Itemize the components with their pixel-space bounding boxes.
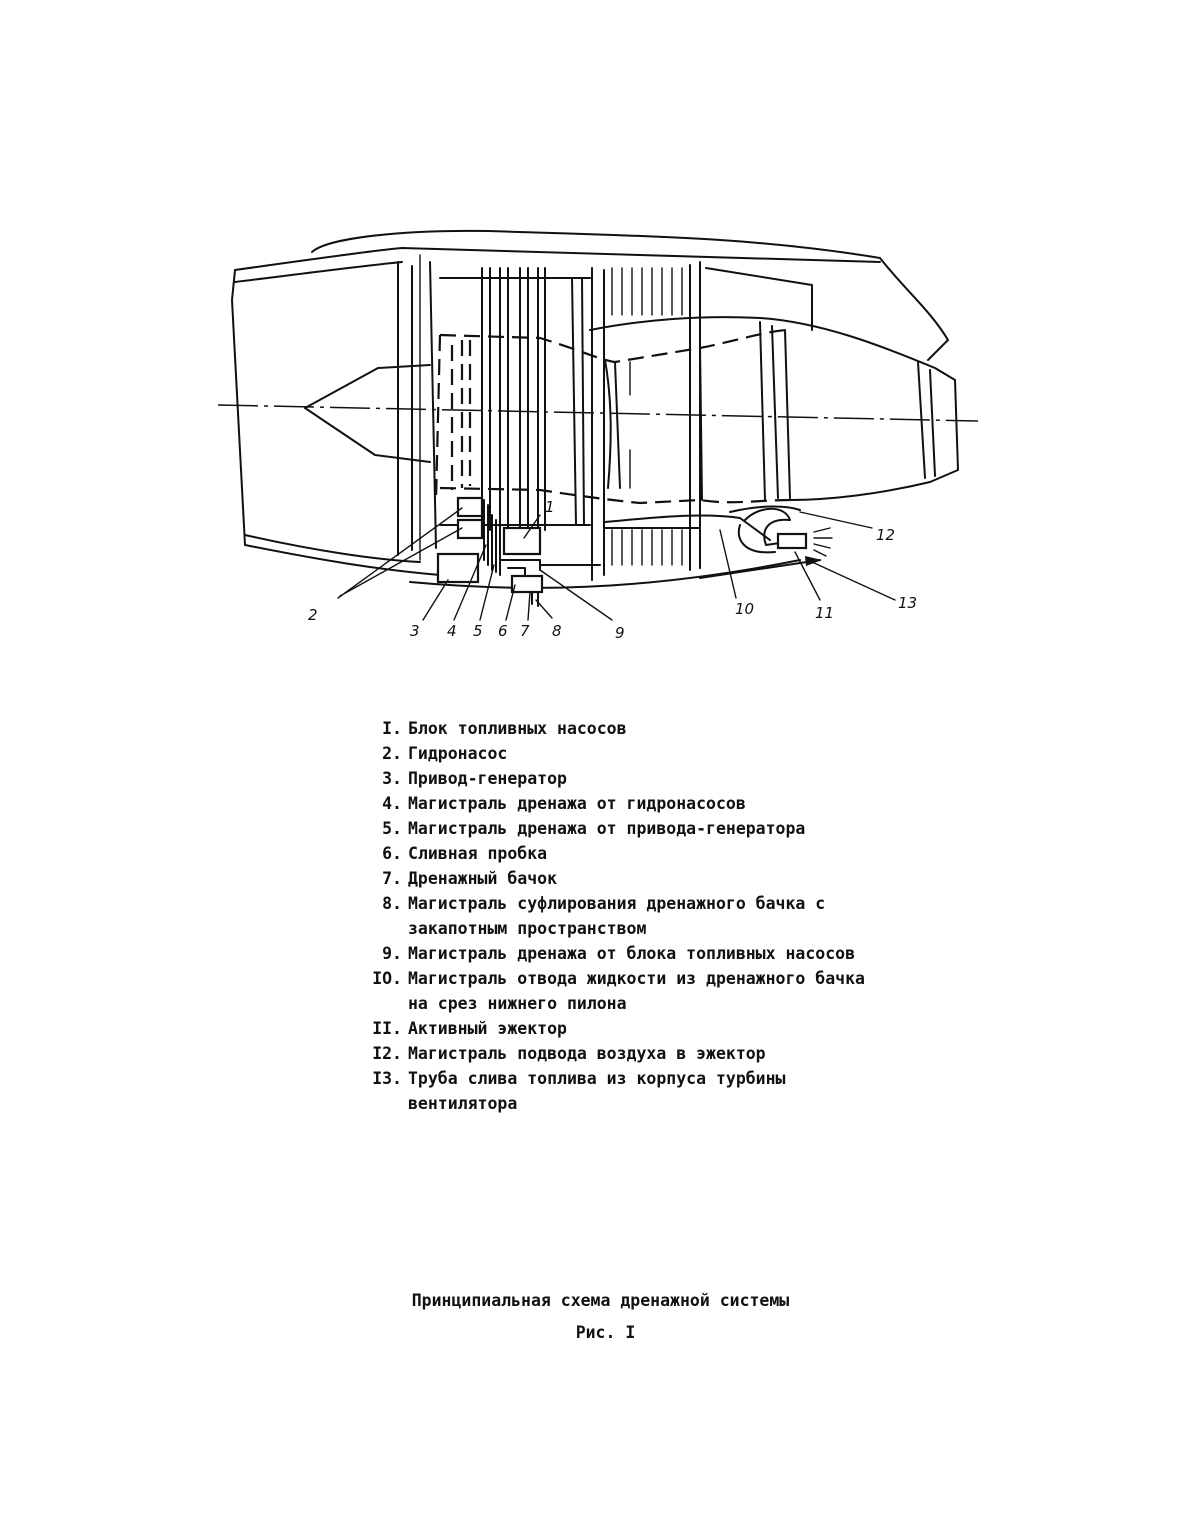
callout-11: 11 — [815, 604, 834, 622]
figure-number: Рис. I — [575, 1323, 636, 1342]
legend-number: 8. — [382, 894, 402, 913]
legend-item: II. Активный эжектор — [360, 1016, 880, 1041]
legend-text: Труба слива топлива из корпуса турбины в… — [408, 1069, 786, 1113]
callout-4: 4 — [447, 622, 457, 640]
nacelle-outline — [231, 247, 881, 576]
core-casing — [439, 328, 791, 364]
fuel-pump-unit — [502, 526, 542, 556]
callout-6: 6 — [498, 622, 508, 640]
callout-2: 2 — [308, 606, 318, 624]
legend-item: 5. Магистраль дренажа от привода-генерато… — [360, 816, 880, 841]
core-nozzle — [589, 316, 959, 501]
drain-tank — [510, 574, 544, 594]
hydraulic-pump-lower — [456, 518, 484, 540]
callout-1: 1 — [545, 498, 555, 516]
legend-number: 9. — [382, 944, 402, 963]
legend-item: 4. Магистраль дренажа от гидронасосов — [360, 791, 880, 816]
legend-item: 6. Сливная пробка — [360, 841, 880, 866]
engine-drawing: 1 2 3 4 5 6 7 8 9 10 11 12 13 — [217, 230, 979, 642]
callout-8: 8 — [552, 622, 562, 640]
legend-text: Привод-генератор — [408, 769, 567, 788]
legend-item: I3. Труба слива топлива из корпуса турбин… — [360, 1066, 880, 1116]
legend-number: IO. — [372, 969, 402, 988]
legend-number: I2. — [372, 1044, 402, 1063]
callout-9: 9 — [615, 624, 625, 642]
legend-item: 3. Привод-генератор — [360, 766, 880, 791]
legend-number: I3. — [372, 1069, 402, 1088]
legend-text: Магистраль дренажа от блока топливных на… — [408, 944, 856, 963]
legend-text: Блок топливных насосов — [408, 719, 627, 738]
legend-item: I2. Магистраль подвода воздуха в эжектор — [360, 1041, 880, 1066]
ejector — [744, 507, 801, 546]
legend-item: IO. Магистраль отвода жидкости из дренажн… — [360, 966, 880, 1016]
legend-item: I. Блок топливных насосов — [360, 716, 880, 741]
drain-line-10 — [539, 514, 771, 566]
figure-caption: Принципиальная схема дренажной системы — [411, 1291, 790, 1310]
legend-item: 8. Магистраль суфлирования дренажного бач… — [360, 891, 880, 941]
legend-text: Активный эжектор — [408, 1019, 567, 1038]
callout-5: 5 — [473, 622, 483, 640]
legend-item: 2. Гидронасос — [360, 741, 880, 766]
callout-7: 7 — [520, 622, 530, 640]
legend-text: Магистраль отвода жидкости из дренажного… — [408, 969, 865, 1013]
drive-generator — [436, 552, 480, 584]
legend-item: 9. Магистраль дренажа от блока топливных … — [360, 941, 880, 966]
legend-text: Магистраль подвода воздуха в эжектор — [408, 1044, 766, 1063]
legend-text: Дренажный бачок — [408, 869, 558, 888]
legend-list: I. Блок топливных насосов 2. Гидронасос 3.… — [360, 716, 880, 1116]
fuel-drain-tube — [699, 559, 821, 579]
legend-number: 3. — [382, 769, 402, 788]
callout-12: 12 — [876, 526, 895, 544]
legend-number: I. — [382, 719, 402, 738]
legend-number: 7. — [382, 869, 402, 888]
legend-number: 2. — [382, 744, 402, 763]
legend-text: Магистраль дренажа от привода-генератора — [408, 819, 806, 838]
hydraulic-pump-upper — [456, 496, 484, 518]
legend-text: Магистраль дренажа от гидронасосов — [408, 794, 746, 813]
legend-text: Гидронасос — [408, 744, 508, 763]
legend-text: Сливная пробка — [408, 844, 548, 863]
legend-text: Магистраль суфлирования дренажного бачка… — [408, 894, 826, 938]
ejector-body — [776, 532, 808, 550]
legend-number: 4. — [382, 794, 402, 813]
legend-number: 5. — [382, 819, 402, 838]
engine-drainage-diagram: 1 2 3 4 5 6 7 8 9 10 11 12 13 — [0, 0, 1201, 700]
callout-10: 10 — [735, 600, 754, 618]
callout-3: 3 — [410, 622, 420, 640]
pylon-outline — [311, 230, 949, 361]
legend-number: 6. — [382, 844, 402, 863]
legend-number: II. — [372, 1019, 402, 1038]
callout-13: 13 — [898, 594, 917, 612]
engine-axis — [217, 404, 979, 422]
legend-item: 7. Дренажный бачок — [360, 866, 880, 891]
